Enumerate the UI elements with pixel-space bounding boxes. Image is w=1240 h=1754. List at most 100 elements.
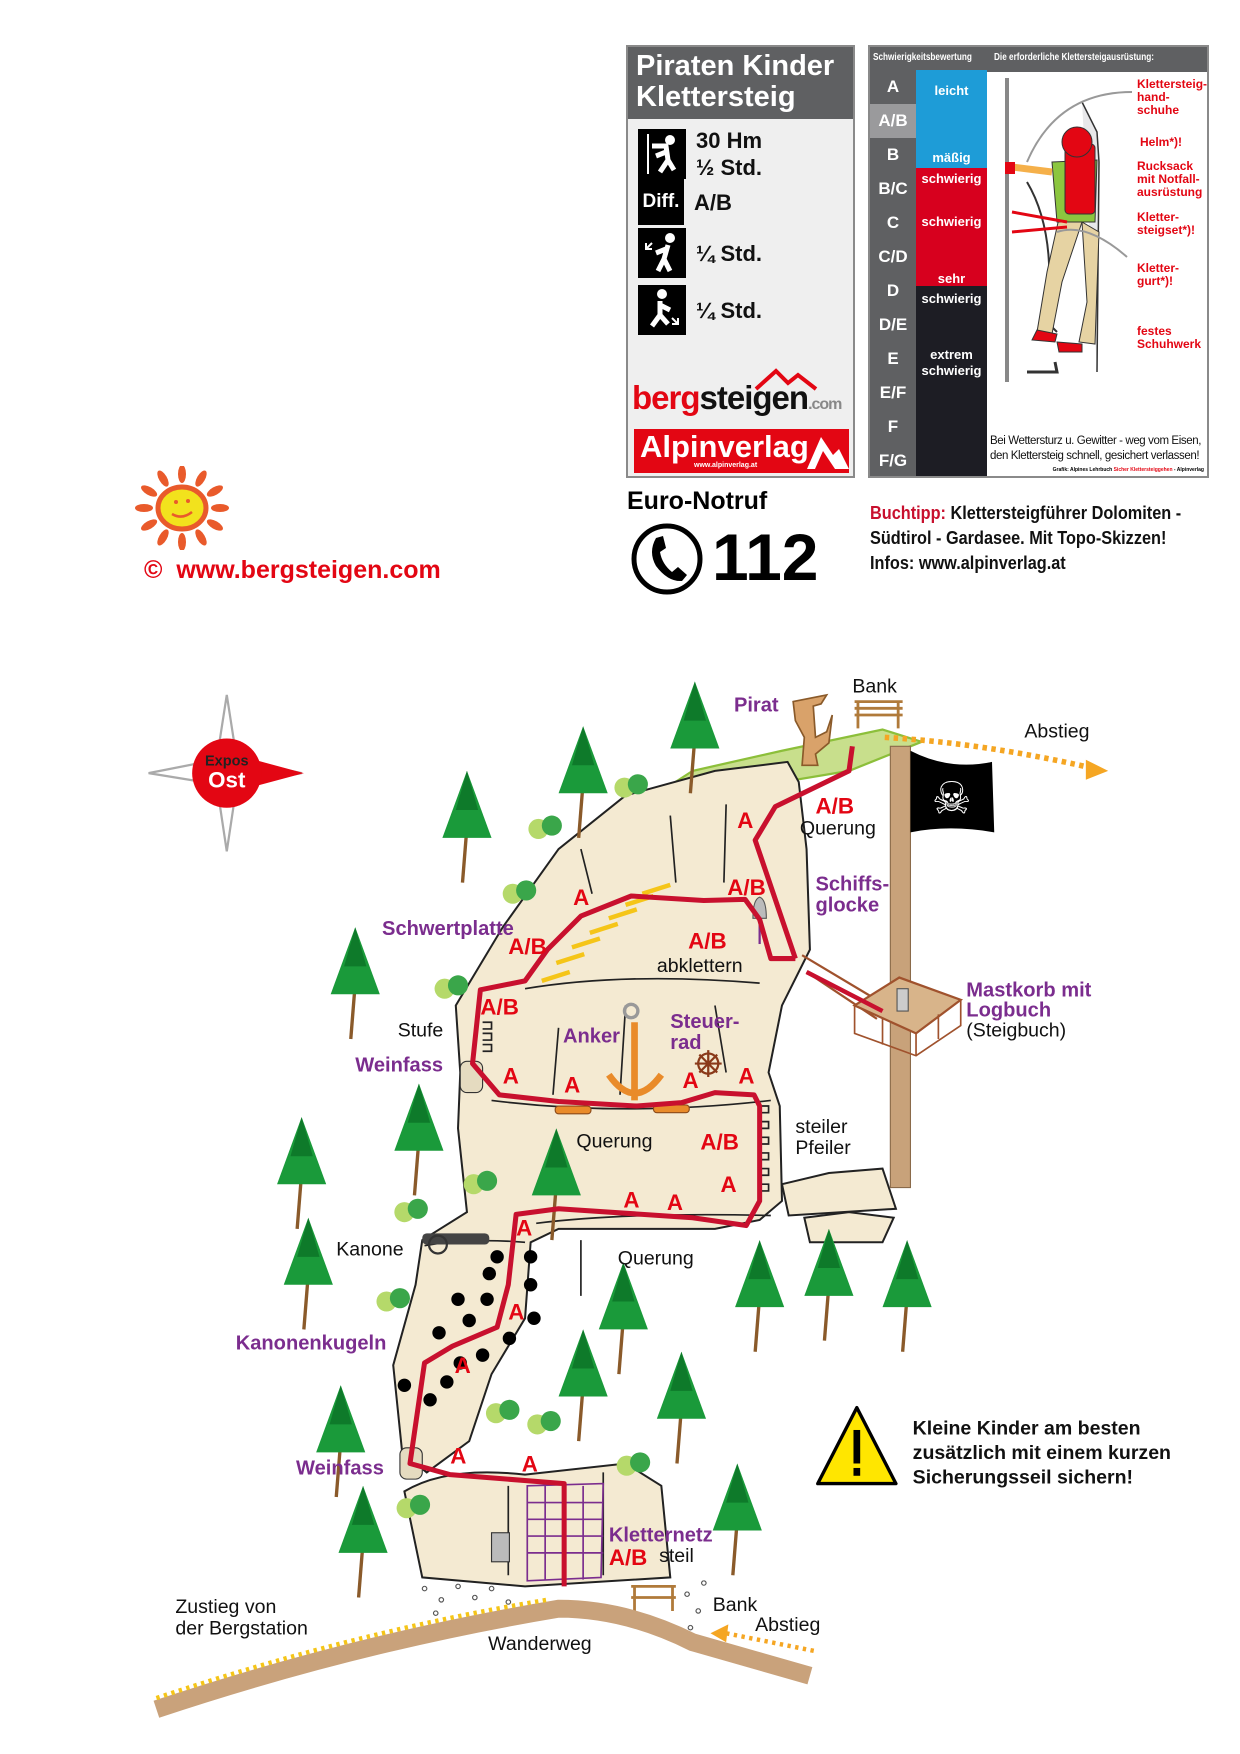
label-kletternetz: Kletternetz: [609, 1525, 713, 1547]
eq-text: Klettersteig-: [1137, 77, 1208, 91]
copyright-line: © www.bergsteigen.com: [144, 556, 441, 585]
steering-wheel-icon: [694, 1050, 722, 1077]
hiker-down-icon: [638, 285, 686, 335]
cannonball-icon: [423, 1393, 437, 1407]
eq-text: gurt*)!: [1137, 274, 1173, 288]
emergency-number[interactable]: 112: [712, 520, 819, 594]
bush-icon: [396, 1494, 431, 1519]
title-line: Piraten Kinder: [636, 50, 835, 82]
bush-icon: [527, 1410, 561, 1435]
label-weinfass: Weinfass: [355, 1054, 443, 1076]
label-wanderweg: Wanderweg: [488, 1633, 592, 1655]
eq-text: mit Notfall-: [1137, 172, 1200, 186]
grade-item: E: [887, 349, 899, 368]
bush-icon: [502, 880, 537, 904]
arrow-icon: [1085, 759, 1109, 780]
pirate-statue-icon: [792, 693, 834, 767]
credit-text: Sicher Klettersteiggehen: [1113, 467, 1173, 473]
climbing-route: [407, 745, 855, 1587]
grade-item: C/D: [878, 247, 908, 266]
tree-icon: [338, 1485, 388, 1598]
compass-expos: Expos: [205, 753, 249, 769]
bush-icon: [434, 975, 469, 999]
cannonball-icon: [453, 1356, 467, 1370]
label-steiler-pfeiler: Pfeiler: [795, 1137, 851, 1159]
bergsteigen-logo: bergsteigen.com: [632, 368, 842, 417]
warning-icon: [816, 1405, 898, 1486]
gravel: [421, 1580, 707, 1631]
cannonball-icon: [523, 1278, 538, 1292]
weather-warning: Bei Wettersturz u. Gewitter - weg vom Ei…: [990, 435, 1201, 447]
grade-mark: A/B: [700, 1130, 738, 1155]
hiking-trail: [153, 1599, 813, 1718]
difficulty-row: Diff. A/B: [638, 179, 732, 225]
skull-icon: ☠: [932, 774, 972, 823]
grade-item: D: [886, 281, 900, 300]
book-tip-label: Buchtipp:: [870, 502, 946, 523]
book-tip-link[interactable]: Infos: www.alpinverlag.at: [870, 552, 1066, 573]
grade-mark: A: [737, 808, 753, 833]
warning-text: Sicherungsseil sichern!: [913, 1467, 1133, 1489]
logo-berg: berg: [632, 379, 701, 416]
tree-icon: [531, 1128, 581, 1241]
tree-icon: [882, 1240, 932, 1352]
cannonball-icon: [475, 1348, 490, 1362]
logo-com: .com: [808, 396, 842, 413]
eq-text: ausrüstung: [1137, 185, 1203, 199]
grade-item: F/G: [878, 451, 908, 470]
label-mastkorb: Mastkorb mit: [966, 980, 1091, 1002]
bush-icon: [614, 774, 648, 798]
book-tip-text: Südtirol - Gardasee. Mit Topo-Skizzen!: [870, 527, 1167, 548]
mountain-icon: [807, 437, 849, 469]
bush-icon: [463, 1170, 498, 1195]
tree-icon: [598, 1262, 648, 1375]
label-querung: Querung: [800, 818, 876, 840]
child-safety-warning: Kleine Kinder am besten zusätzlich mit e…: [913, 1417, 1171, 1488]
title-line: Klettersteig: [636, 81, 796, 113]
mountain-icon: [754, 368, 818, 391]
label-bank: Bank: [713, 1594, 758, 1616]
level-label: schwierig: [921, 171, 982, 186]
eq-text: steigset*)!: [1137, 223, 1196, 237]
tree-icon: [670, 681, 720, 794]
cannonball-icon: [527, 1311, 541, 1325]
climber-icon: [638, 129, 686, 179]
grade-mark: A: [721, 1172, 737, 1197]
level-easy-block: [916, 70, 987, 168]
descent-row: ¼ Std.: [638, 285, 762, 335]
difficulty-rating-panel: Schwierigkeitsbewertung Die erforderlich…: [868, 45, 1209, 478]
weather-warning: den Klettersteig schnell, gesichert verl…: [990, 450, 1200, 462]
cannonball-icon: [523, 1250, 538, 1264]
sun-ray: [157, 529, 169, 546]
label-querung: Querung: [618, 1248, 694, 1270]
book-tip-text: Klettersteigführer Dolomiten -: [945, 502, 1182, 523]
cannonball-icon: [490, 1250, 504, 1264]
label-steuerrad: rad: [670, 1032, 701, 1054]
grade-mark: A: [503, 1064, 519, 1089]
grade-item: F: [887, 417, 899, 436]
log-icons: [554, 1104, 690, 1115]
grade-mark: A: [516, 1216, 532, 1241]
website-link[interactable]: www.bergsteigen.com: [176, 556, 441, 584]
cannonball-icon: [440, 1375, 454, 1389]
sun-ray: [157, 470, 169, 487]
sun-ray: [195, 470, 207, 487]
label-steiler-pfeiler: steiler: [795, 1116, 848, 1138]
sun-ray: [135, 504, 153, 512]
credit-text: - Alpinverlag: [1172, 467, 1204, 473]
eq-text: Schuhwerk: [1137, 337, 1202, 351]
bench-icon: [854, 700, 903, 729]
label-abklettern: abklettern: [657, 955, 743, 977]
warning-text: Kleine Kinder am besten: [913, 1417, 1141, 1439]
equipment-header: Die erforderliche Klettersteigausrüstung…: [994, 52, 1154, 63]
eq-text: Kletter-: [1137, 261, 1180, 275]
grade-mark: A/B: [508, 934, 546, 959]
label-stufe: Stufe: [398, 1020, 444, 1042]
difficulty-badge: Diff.: [638, 179, 684, 225]
grade-mark: A: [738, 1064, 754, 1089]
credit-text: Grafik: Alpines Lehrbuch: [1052, 467, 1114, 473]
pirate-flag-icon: [910, 750, 995, 833]
